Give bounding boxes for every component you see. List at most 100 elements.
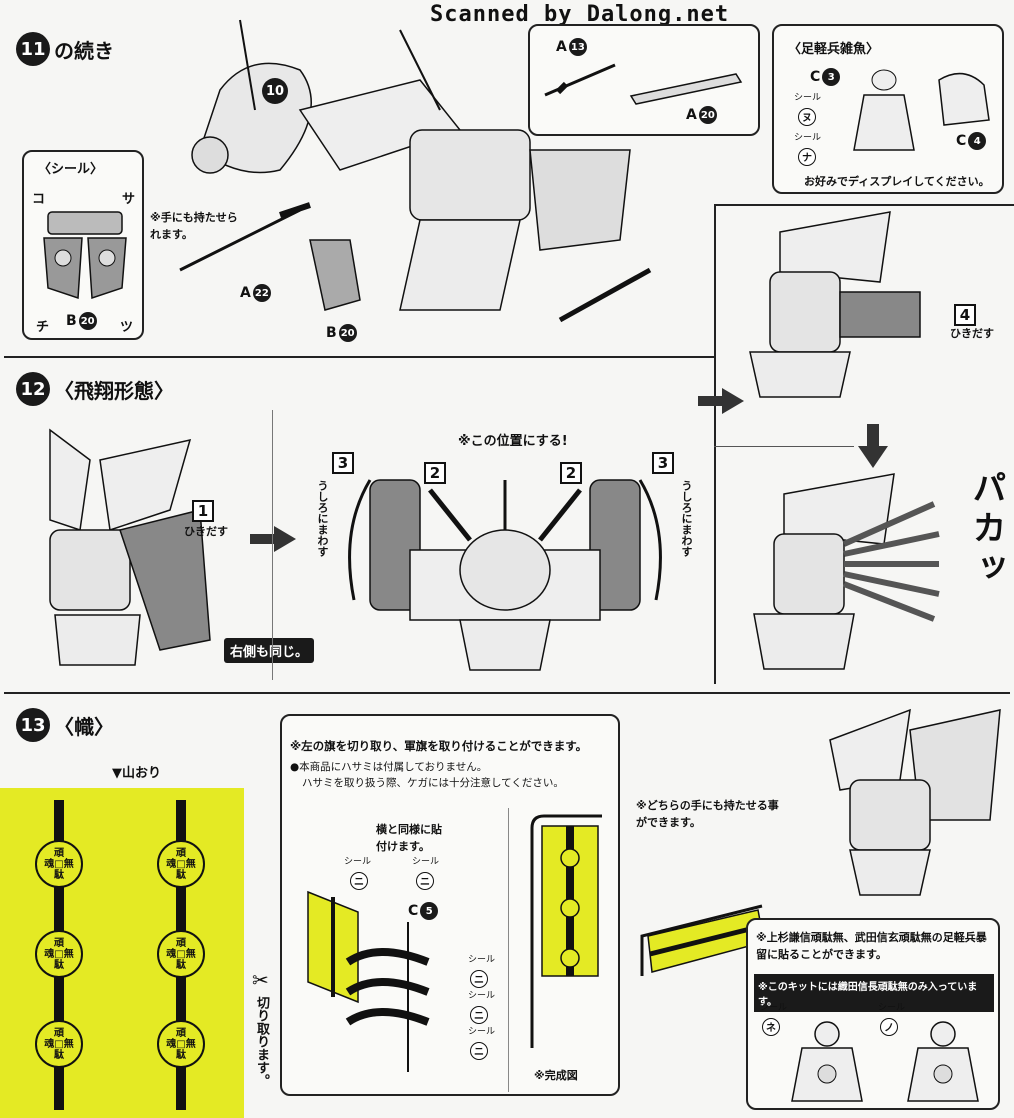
seal-label-tsu: ツ <box>120 320 134 335</box>
step-13-number: 13 <box>16 708 50 742</box>
pakatsu-sound-effect: パカッ <box>966 470 1006 590</box>
seal-ni-side-3: ニ <box>470 1040 488 1060</box>
seal-box: 〈シール〉 コ サ チ B 20 ツ <box>22 150 144 340</box>
part-b20: B 20 <box>326 324 357 342</box>
flag-assembly-box: ※左の旗を切り取り、軍旗を取り付けることができます。 ●本商品にハサミは付属して… <box>280 714 620 1096</box>
seal-label-ko: コ <box>32 192 46 207</box>
held-flag-illustration <box>640 904 765 976</box>
seal-label-side-1: シール <box>468 955 496 965</box>
seal-label-sa: サ <box>122 192 136 207</box>
scissors-icon: ✂ <box>252 968 269 992</box>
divider-right-top <box>714 204 1014 206</box>
banner-crest: 頑魂□無駄 <box>35 930 83 978</box>
step-11-label: の続き <box>54 38 114 63</box>
seal-ne: ネ <box>762 1016 780 1036</box>
seal-ni-top-2: ニ <box>416 870 434 890</box>
divider-step-12-inner <box>272 410 273 680</box>
rotate-back-right: うしろにまわす <box>680 480 693 557</box>
seal-part-b20: B 20 <box>66 312 97 330</box>
gundam-holding-flag-illustration <box>829 708 1001 896</box>
seal-ni-side-2: ニ <box>470 1004 488 1024</box>
step-11-number: 11 <box>16 32 50 66</box>
ashigaru-seal-nu: ヌ <box>798 106 816 126</box>
cut-label: 切り取ります。 <box>254 996 269 1087</box>
pull-out-gundam-illustration <box>749 211 921 398</box>
ashigaru-seal-label-2: シール <box>794 133 822 143</box>
note-hand-hold: ※手にも持たせられます。 <box>150 211 238 241</box>
flag-attach-illustration <box>307 890 430 1072</box>
ashigaru-back-illustration-2 <box>907 1021 979 1102</box>
ashigaru-seal-label-1: シール <box>794 93 822 103</box>
same-side-note: 横と同様に貼付けます。 <box>376 823 442 853</box>
sword-inset-box: A 13 A 20 <box>528 24 760 136</box>
step-11-gundam-illustration <box>179 19 652 323</box>
seal-armor-illustration <box>43 211 127 300</box>
ashigaru-part-c4: C 4 <box>956 132 987 150</box>
ashigaru-illustration <box>853 69 990 151</box>
step-13-title: 13 〈幟〉 <box>16 708 114 742</box>
ashigaru-display-note: お好みでディスプレイしてください。 <box>804 175 990 188</box>
right-arrow-2 <box>698 388 744 414</box>
seal-ni-side-1: ニ <box>470 968 488 988</box>
sword-a13-illustration <box>544 63 616 97</box>
rotate-back-left: うしろにまわす <box>316 480 329 557</box>
completed-flag-illustration <box>530 814 602 1048</box>
scissors-note-1: ●本商品にハサミは付属しておりません。 <box>290 761 488 773</box>
banner-crest: 頑魂□無駄 <box>157 840 205 888</box>
seal-label-top-1: シール <box>344 857 372 867</box>
step-11-title: 11 の続き <box>16 32 114 66</box>
down-arrow <box>858 424 888 468</box>
complete-label: ※完成図 <box>534 1069 578 1082</box>
step-12-sub-2-left: 2 <box>424 462 446 484</box>
ashigaru-title: 〈足軽兵雑魚〉 <box>788 42 880 57</box>
banner-crest: 頑魂□無駄 <box>35 840 83 888</box>
step-12-pull-label: ひきだす <box>184 525 228 538</box>
scan-credit: Scanned by Dalong.net <box>430 2 730 27</box>
banner-crest: 頑魂□無駄 <box>157 1020 205 1068</box>
seal-label-no: シール <box>878 1003 906 1013</box>
flag-box-divider <box>508 808 509 1092</box>
either-hand-note: ※どちらの手にも持たせる事ができます。 <box>636 799 779 829</box>
ashigaru-back-illustration-1 <box>791 1021 863 1102</box>
seal-label-top-2: シール <box>412 857 440 867</box>
banner-cutout-sheet: 頑魂□無駄 頑魂□無駄 頑魂□無駄 頑魂□無駄 頑魂□無駄 頑魂□無駄 <box>0 788 244 1118</box>
step-12-number: 12 <box>16 372 50 406</box>
part-c5: C 5 <box>408 902 439 920</box>
seal-box-title: 〈シール〉 <box>38 162 104 177</box>
step-12-sub-1: 1 <box>192 500 214 522</box>
step-12-side-illustration <box>49 428 211 666</box>
right-side-same-badge: 右側も同じ。 <box>224 638 315 663</box>
ashigaru-seal-note: ※上杉謙信頑駄無、武田信玄頑駄無の足軽兵暴留に貼ることができます。 <box>756 931 987 961</box>
step-12-title: 12 〈飛翔形態〉 <box>16 372 174 406</box>
part-a22: A 22 <box>240 284 271 302</box>
seal-label-chi: チ <box>36 320 50 335</box>
scabbard-a20-illustration <box>629 73 743 105</box>
wings-open-gundam-illustration <box>753 473 940 670</box>
kit-note-banner: ※このキットには織田信長頑駄無のみ入っています。 <box>754 974 994 1012</box>
banner-crest: 頑魂□無駄 <box>157 930 205 978</box>
ref-step-10: 10 <box>262 78 288 104</box>
step-12-sub-3-left: 3 <box>332 452 354 474</box>
divider-step-12 <box>4 356 716 358</box>
position-note: ※この位置にする! <box>458 434 568 449</box>
flag-note: ※左の旗を切り取り、軍旗を取り付けることができます。 <box>290 739 588 753</box>
seal-no: ノ <box>880 1016 898 1036</box>
ashigaru-part-c3: C 3 <box>810 68 841 86</box>
ashigaru-seal-na: ナ <box>798 146 816 166</box>
seal-ni-top-1: ニ <box>350 870 368 890</box>
divider-right-vertical <box>714 204 716 684</box>
divider-step-13 <box>4 692 1010 694</box>
divider-right-middle <box>714 446 854 447</box>
fold-label: ▼山おり <box>112 766 161 781</box>
ashigaru-box: 〈足軽兵雑魚〉 C 3 シール ヌ シール ナ C 4 お好みでディスプレイして… <box>772 24 1004 194</box>
ashigaru-seal-box: ※上杉謙信頑駄無、武田信玄頑駄無の足軽兵暴留に貼ることができます。 ※このキット… <box>746 918 1000 1110</box>
pull-out-label: ひきだす <box>950 327 994 340</box>
step-12-sub-2-right: 2 <box>560 462 582 484</box>
pull-out-step-4: 4 <box>954 304 976 326</box>
scissors-note-2: ハサミを取り扱う際、ケガには十分注意してください。 <box>302 777 564 789</box>
step-12-sub-3-right: 3 <box>652 452 674 474</box>
right-arrow-1 <box>250 526 296 552</box>
seal-label-side-3: シール <box>468 1027 496 1037</box>
step-12-front-illustration <box>348 479 662 671</box>
step-12-label: 〈飛翔形態〉 <box>54 378 174 403</box>
